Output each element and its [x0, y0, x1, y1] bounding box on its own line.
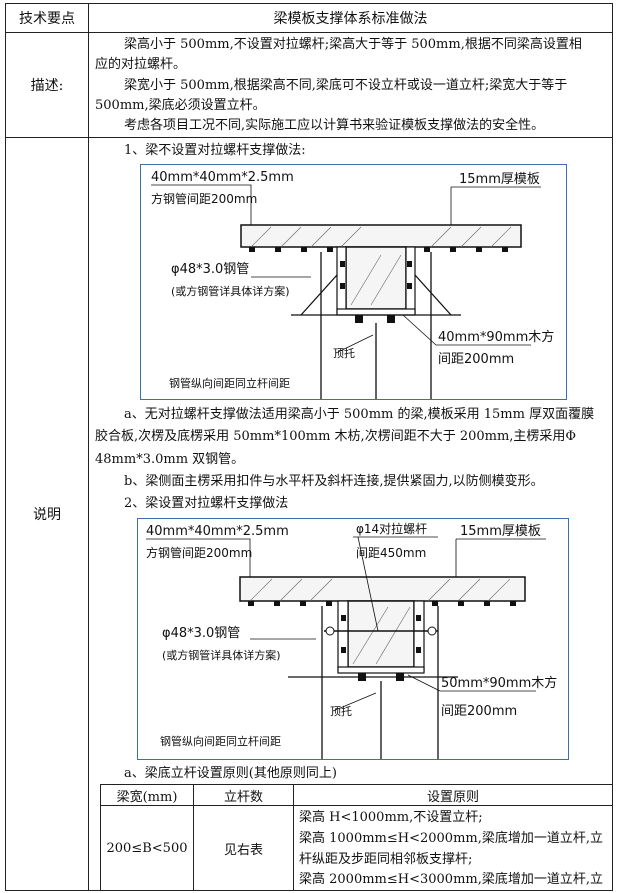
describe-line-3: 梁宽小于 500mm,根据梁高不同,梁底可不设立杆或设一道立杆;梁宽大于等于: [124, 78, 568, 93]
describe-label: 描述:: [30, 78, 64, 94]
inner-rule-line-3: 杆纵距及步距同相邻板支撑杆;: [299, 852, 473, 867]
para-b: b、梁侧面主楞采用扣件与水平杆及斜杆连接,提供紧固力,以防侧模变形。: [124, 474, 544, 489]
fig1-label-wood2: 间距200mm: [438, 352, 514, 367]
table-border-top: [5, 3, 613, 4]
fig1-label-pipe2: (或方钢管详具体详方案): [171, 284, 290, 298]
para-a-line-1: a、无对拉螺杆支撑做法适用梁高小于 500mm 的梁,模板采用 15mm 厚双面…: [124, 407, 595, 422]
fig1-label-slab: 15mm厚模板: [459, 172, 540, 187]
fig2-label-bottom: 钢管纵向间距同立杆间距: [160, 734, 281, 748]
describe-line-2: 应的对拉螺杆。: [95, 57, 187, 72]
inner-header-count: 立杆数: [223, 789, 263, 805]
fig2-label-top1: 40mm*40mm*2.5mm: [146, 524, 289, 539]
header-title: 梁模板支撑体系标准做法: [273, 11, 428, 27]
inner-table-col1: [193, 784, 194, 890]
inner-header-rule: 设置原则: [426, 789, 479, 805]
inner-table-left: [100, 784, 101, 890]
inner-table-top: [100, 784, 612, 785]
fig1-label-bottom: 钢管纵向间距同立杆间距: [169, 376, 290, 390]
inner-table-header-divider: [100, 805, 612, 806]
describe-line-1: 梁高小于 500mm,不设置对拉螺杆;梁高大于等于 500mm,根据不同梁高设置…: [124, 37, 582, 52]
fig1-label-jack: 顶托: [333, 346, 355, 360]
inner-cell-count: 见右表: [223, 842, 263, 858]
fig2-label-wood1: 50mm*90mm木方: [441, 675, 557, 691]
para-a-line-3: 48mm*3.0mm 双钢管。: [95, 452, 245, 467]
para-a-line-2: 胶合板,次楞及底楞采用 50mm*100mm 木枋,次楞间距不大于 200mm,…: [95, 429, 577, 444]
table-col-divider: [88, 3, 89, 891]
figure-no-bolt: 40mm*40mm*2.5mm 方钢管间距200mm 15mm厚模板 φ48*3…: [140, 164, 567, 400]
explain-label: 说明: [33, 507, 61, 523]
figure-with-bolt: 40mm*40mm*2.5mm 方钢管间距200mm φ14对拉螺杆 间距450…: [137, 518, 569, 760]
fig1-label-wood1: 40mm*90mm木方: [438, 329, 554, 345]
fig2-label-top2: 方钢管间距200mm: [146, 545, 252, 560]
fig1-label-top1: 40mm*40mm*2.5mm: [151, 170, 294, 185]
table-row-divider-1: [5, 32, 613, 33]
fig2-label-slab: 15mm厚模板: [460, 524, 541, 539]
inner-rule-line-2: 梁高 1000mm≤H<2000mm,梁底增加一道立杆,立: [299, 831, 603, 846]
fig2-label-pipe1: φ48*3.0钢管: [162, 626, 240, 641]
beam-section: [345, 246, 407, 310]
header-tech-points: 技术要点: [19, 11, 75, 27]
fig2-label-wood2: 间距200mm: [441, 704, 517, 719]
table-border-right: [612, 3, 613, 891]
inner-rule-line-4: 梁高 2000mm≤H<3000mm,梁底增加一道立杆,立: [299, 872, 603, 887]
fig2-label-bolt1: φ14对拉螺杆: [356, 521, 427, 536]
fig2-label-bolt2: 间距450mm: [356, 546, 426, 560]
describe-line-4: 500mm,梁底必须设置立杆。: [95, 98, 266, 113]
table-border-left: [5, 3, 6, 891]
heading-with-bolt: 2、梁设置对拉螺杆支撑做法: [124, 496, 289, 511]
heading-no-bolt: 1、梁不设置对拉螺杆支撑做法:: [124, 143, 306, 158]
table-border-bottom: [5, 890, 613, 891]
fig1-label-pipe1: φ48*3.0钢管: [171, 262, 249, 277]
slab-hatch: [240, 224, 522, 248]
table-row-divider-2: [5, 137, 613, 138]
inner-header-width: 梁宽(mm): [116, 789, 178, 805]
describe-line-5: 考虑各项目工况不同,实际施工应以计算书来验证模板支撑做法的安全性。: [124, 118, 545, 133]
fig2-label-jack: 顶托: [330, 704, 352, 718]
fig1-label-top2: 方钢管间距200mm: [151, 191, 257, 206]
inner-cell-width: 200≤B<500: [106, 840, 188, 856]
heading-post-rules: a、梁底立杆设置原则(其他原则同上): [124, 766, 337, 781]
fig2-label-pipe2: (或方钢管详具体详方案): [162, 648, 281, 662]
inner-rule-line-1: 梁高 H<1000mm,不设置立杆;: [299, 810, 483, 825]
inner-table-col2: [293, 784, 294, 890]
